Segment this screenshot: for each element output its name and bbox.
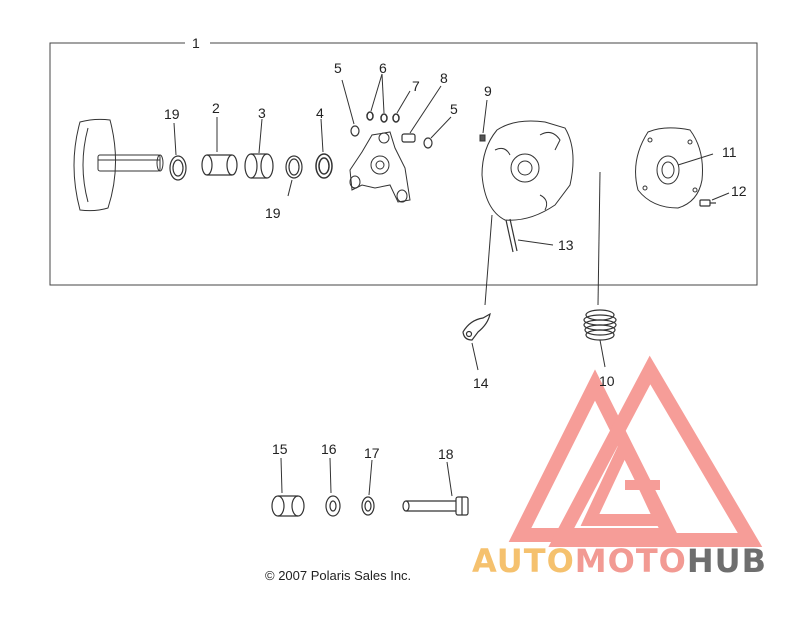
callout-3: 3	[258, 105, 266, 121]
callouts: 1 2 3 4 5 5 6 7 8 9 10 11 12 13 14 15 16…	[164, 35, 747, 462]
callout-2: 2	[212, 100, 220, 116]
callout-10: 10	[599, 373, 615, 389]
washer-17	[361, 496, 375, 516]
callout-8: 8	[440, 70, 448, 86]
spring-10	[583, 309, 617, 341]
washer-4	[315, 153, 333, 179]
nut-9	[479, 134, 486, 142]
rings-6-7	[366, 111, 400, 123]
pin-8	[401, 133, 416, 143]
copyright-text: © 2007 Polaris Sales Inc.	[265, 568, 411, 583]
callout-9: 9	[484, 83, 492, 99]
bolt-18	[402, 496, 469, 516]
callout-7: 7	[412, 78, 420, 94]
watermark-auto: AUTO	[472, 542, 575, 580]
ring-19a	[169, 155, 187, 181]
callout-14: 14	[473, 375, 489, 391]
watermark-wordmark: AUTOMOTOHUB	[472, 542, 767, 580]
callout-6: 6	[379, 60, 387, 76]
callout-1: 1	[192, 35, 200, 51]
screw-12	[699, 199, 716, 207]
clutch-cover	[481, 120, 574, 221]
callout-19a: 19	[164, 106, 180, 122]
callout-4: 4	[316, 105, 324, 121]
watermark-logo	[508, 355, 763, 547]
callout-5a: 5	[334, 60, 342, 76]
bushing-15	[271, 495, 305, 517]
callout-16: 16	[321, 441, 337, 457]
weight-14	[462, 312, 491, 341]
bushing-3	[244, 153, 274, 179]
spider	[349, 131, 411, 203]
bushing-2	[201, 154, 238, 176]
washer-16	[325, 495, 341, 517]
sheave-face	[73, 118, 164, 212]
callout-11: 11	[722, 144, 737, 160]
callout-15: 15	[272, 441, 288, 457]
ring-19b	[285, 155, 303, 179]
pin-13	[505, 218, 518, 253]
callout-18: 18	[438, 446, 454, 462]
callout-5b: 5	[450, 101, 458, 117]
watermark-hub: HUB	[687, 542, 767, 580]
button-5a	[350, 125, 360, 137]
callout-12: 12	[731, 183, 747, 199]
callout-17: 17	[364, 445, 380, 461]
watermark-moto: MOTO	[575, 542, 687, 580]
leader-lines	[173, 73, 730, 497]
callout-19b: 19	[265, 205, 281, 221]
button-5b	[423, 137, 433, 149]
callout-13: 13	[558, 237, 574, 253]
spring-cover-11	[635, 127, 703, 209]
assembly-frame	[49, 42, 758, 286]
